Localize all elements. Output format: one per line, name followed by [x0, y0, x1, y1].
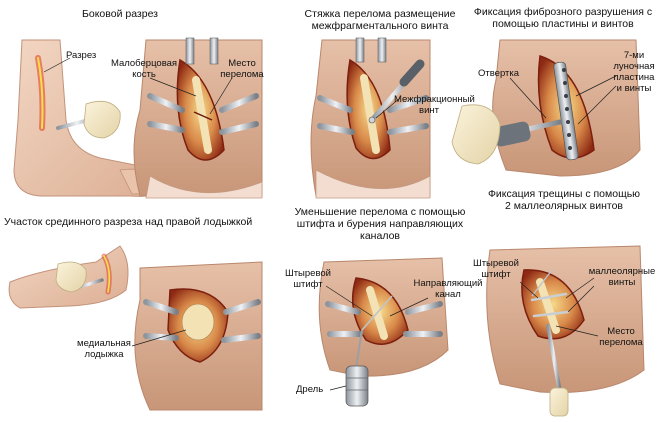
- label-malleolar-screws: маллеолярные винты: [588, 266, 656, 288]
- label-plate: 7-ми луночная пластина и винты: [613, 50, 655, 94]
- panel-5-title: Уменьшение перелома с помощью штифта и б…: [294, 206, 466, 242]
- label-incision: Разрез: [66, 50, 97, 61]
- label-fracture-site-1: Место перелома: [220, 58, 264, 80]
- label-drill: Дрель: [296, 384, 324, 395]
- label-guide-channel: Направляющий канал: [413, 278, 483, 300]
- panel-1-title: Боковой разрез: [81, 8, 158, 20]
- bone-plate-graphic: [553, 61, 579, 161]
- panel-3-illustration: [451, 39, 641, 177]
- panel-2-illustration: [310, 37, 431, 199]
- label-medial-malleolus: медиальная лодыжка: [77, 338, 131, 360]
- panel-5-illustration: [318, 257, 449, 407]
- label-fibula: Малоберцовая кость: [110, 58, 178, 80]
- panel-6-illustration: [486, 245, 645, 417]
- panel-2-title: Стяжка перелома размещение межфрагментал…: [304, 8, 456, 32]
- label-screwdriver: Отвертка: [478, 68, 520, 79]
- panel-4-illustration: [8, 245, 263, 411]
- panel-4-title: Участок срединного разреза над правой ло…: [4, 216, 253, 228]
- label-fracture-site-6: Место перелома: [599, 326, 643, 348]
- label-pin-6: Штыревой штифт: [473, 258, 519, 280]
- panel-6-title: Фиксация трещины с помощью 2 маллеолярны…: [487, 188, 641, 212]
- label-interfrag-screw: Межфракционный винт: [394, 94, 475, 116]
- label-pin-5: Штыревой штифт: [285, 268, 331, 290]
- panel-3-title: Фиксация фиброзного разрушения с помощью…: [473, 6, 653, 30]
- panel-1-illustration: [13, 37, 263, 199]
